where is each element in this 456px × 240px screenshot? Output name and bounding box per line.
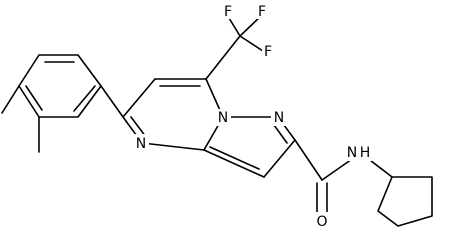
molecule-drawing: F F F N N N O N H	[1, 2, 433, 230]
atom-nh-bg	[346, 143, 372, 161]
bond-c5-aryl	[100, 85, 124, 118]
bond-c3-c3a-double	[209, 146, 260, 170]
atom-n8: N	[218, 110, 228, 126]
atom-n4-bg	[133, 134, 149, 152]
benzene-ring	[18, 54, 102, 118]
atom-n8-bg	[215, 109, 231, 126]
bond-methyl-4	[1, 85, 20, 114]
atom-n1-bg	[271, 109, 287, 126]
atom-o-bg	[314, 212, 330, 230]
atom-f2: F	[258, 4, 266, 20]
atom-f3: F	[264, 44, 272, 60]
bond-f2-cf3	[239, 15, 262, 37]
atom-f2-bg	[256, 2, 269, 19]
atom-f3-bg	[262, 42, 275, 59]
atom-o: O	[316, 214, 327, 230]
bond-c5-n4-double	[130, 116, 147, 138]
bond-c2-carbonyl	[294, 139, 323, 181]
benzene-double-a	[73, 85, 96, 112]
bond-f1-cf3	[228, 17, 241, 37]
bond-c3-c3a	[203, 149, 265, 178]
atom-n4: N	[136, 136, 146, 152]
bond-cf3-c7	[205, 35, 241, 80]
structure-canvas: F F F N N N O N H	[1, 2, 433, 230]
bond-n1-c2-double	[273, 124, 288, 144]
atom-n1: N	[274, 110, 284, 126]
atom-nh-n: N	[347, 145, 357, 161]
bond-c6-c5	[122, 78, 156, 118]
atom-nh-h: H	[360, 145, 371, 161]
benzene-double-b	[25, 85, 43, 111]
cyclopentyl-ring	[377, 176, 433, 227]
bond-n4-c3a	[141, 142, 205, 151]
atom-f1: F	[224, 4, 232, 20]
bond-c2-c3	[263, 139, 296, 178]
bond-f3-cf3	[239, 35, 267, 54]
atom-f1-bg	[222, 2, 235, 19]
